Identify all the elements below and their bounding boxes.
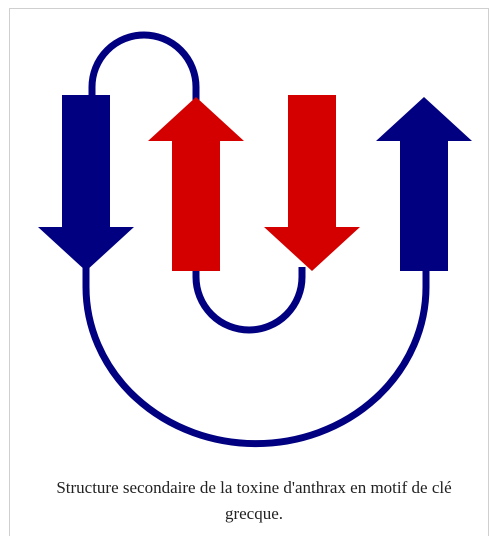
greek-key-diagram (38, 31, 472, 448)
top-loop (88, 31, 200, 105)
strand-1-arrow-down (38, 95, 134, 271)
figure-frame: Structure secondaire de la toxine d'anth… (9, 8, 489, 536)
inner-loop (192, 267, 306, 334)
outer-loop (82, 265, 430, 448)
figure-caption: Structure secondaire de la toxine d'anth… (56, 478, 452, 523)
strand-3-arrow-down (264, 95, 360, 271)
strand-4-arrow-up (376, 97, 472, 271)
strand-2-arrow-up (148, 97, 244, 271)
